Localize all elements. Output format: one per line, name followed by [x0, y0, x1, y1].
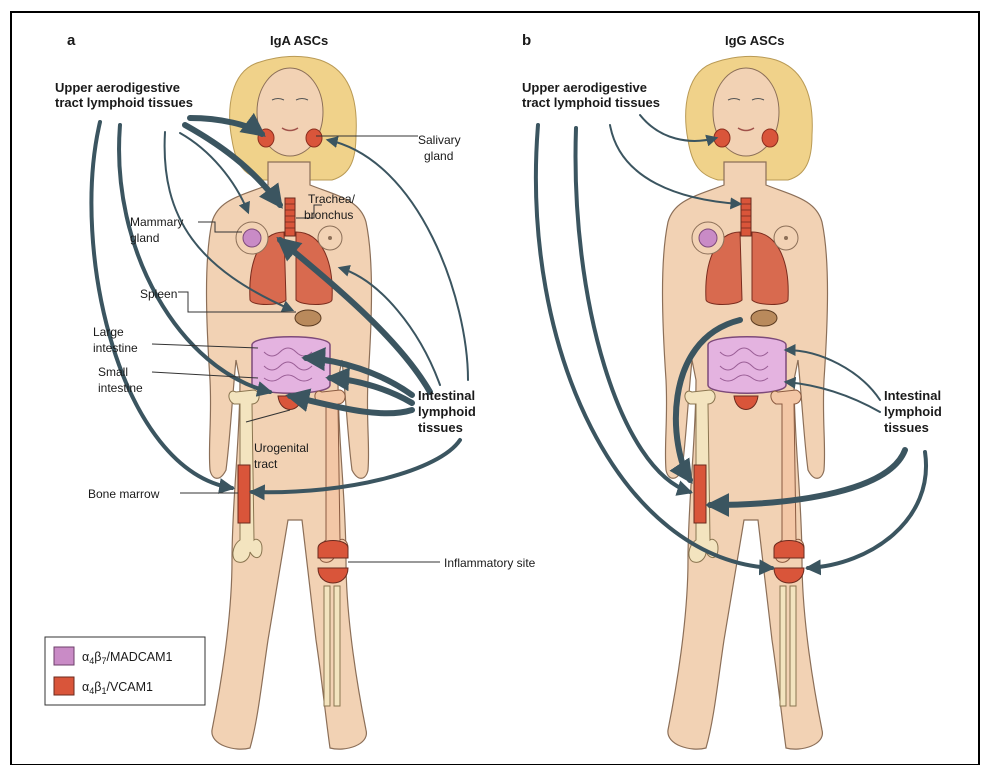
upper-label-a-1: Upper aerodigestive — [55, 80, 180, 95]
large-intestine-label-1: Large — [93, 325, 124, 339]
upper-label-a-2: tract lymphoid tissues — [55, 95, 193, 110]
legend-item-madcam: α4β7/MADCAM1 — [54, 647, 172, 666]
inflammatory-site-label: Inflammatory site — [444, 556, 536, 570]
panel-letter-b: b — [522, 32, 531, 49]
panel-letter-a: a — [67, 32, 76, 49]
trachea-label-1: Trachea/ — [308, 192, 356, 206]
mammary-label-2: gland — [130, 231, 159, 245]
legend: α4β7/MADCAM1 α4β1/VCAM1 — [45, 637, 205, 705]
legend-swatch-vcam — [54, 677, 74, 695]
spleen-label: Spleen — [140, 287, 177, 301]
urogenital-label-1: Urogenital — [254, 441, 309, 455]
urogenital-label-2: tract — [254, 457, 278, 471]
small-intestine-label-2: intestine — [98, 381, 143, 395]
upper-label-b-1: Upper aerodigestive — [522, 80, 647, 95]
panel-title-a: IgA ASCs — [270, 33, 328, 48]
intestinal-label-a-3: tissues — [418, 420, 463, 435]
intestinal-label-b-3: tissues — [884, 420, 929, 435]
intestinal-label-a-2: lymphoid — [418, 404, 476, 419]
trachea-label-2: bronchus — [304, 208, 353, 222]
mammary-label-1: Mammary — [130, 215, 183, 229]
legend-label-madcam: α4β7/MADCAM1 — [82, 650, 172, 666]
intestinal-label-a-1: Intestinal — [418, 388, 475, 403]
intestinal-label-b-2: lymphoid — [884, 404, 942, 419]
small-intestine-label-1: Small — [98, 365, 128, 379]
intestinal-label-b-1: Intestinal — [884, 388, 941, 403]
panel-title-b: IgG ASCs — [725, 33, 784, 48]
bone-marrow-label: Bone marrow — [88, 487, 160, 501]
upper-label-b-2: tract lymphoid tissues — [522, 95, 660, 110]
salivary-label-1: Salivary — [418, 133, 461, 147]
large-intestine-label-2: intestine — [93, 341, 138, 355]
salivary-label-2: gland — [424, 149, 453, 163]
legend-swatch-madcam — [54, 647, 74, 665]
